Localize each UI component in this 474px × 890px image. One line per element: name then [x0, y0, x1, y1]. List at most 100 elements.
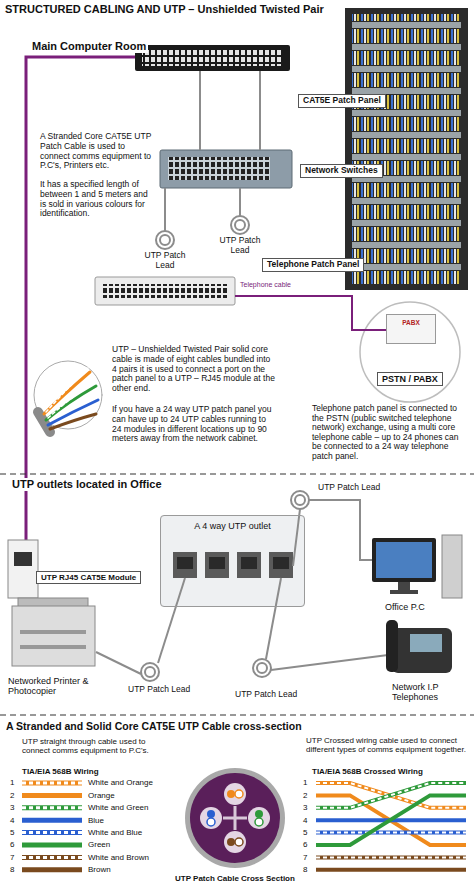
label-frame: If you have a 24 way UTP patch panel you… — [112, 405, 277, 444]
standard-label: TIA/EIA 568B Wiring — [22, 767, 99, 776]
callout-box: Network Switches — [300, 164, 383, 178]
label-frame: 5 — [10, 828, 14, 837]
network-rack — [345, 8, 468, 290]
network-rack — [352, 14, 461, 284]
wire-568b — [22, 830, 82, 835]
node-text: PABX — [389, 319, 433, 326]
wire-568b — [22, 782, 82, 785]
label-frame: UTP straight through cable used to conne… — [22, 737, 172, 755]
pin-number: 7 — [303, 853, 307, 862]
label-frame: Telephone cable — [240, 281, 291, 289]
callout-box: Telephone Patch Panel — [262, 258, 364, 272]
wire-568b — [22, 843, 82, 848]
office-pc — [372, 538, 436, 582]
ip-telephone — [386, 620, 398, 672]
wire-568b — [22, 806, 82, 809]
cable-cross-section — [224, 783, 246, 805]
wire-568b — [22, 831, 82, 834]
label-frame: Brown — [88, 865, 111, 874]
network-switch — [160, 150, 292, 188]
network-switch — [168, 157, 270, 180]
pin-number: 1 — [303, 778, 307, 787]
pin-number: 7 — [10, 853, 14, 862]
callout-box: UTP RJ45 CAT5E Module — [36, 571, 141, 584]
printer-photocopier — [20, 630, 86, 634]
cable-cross-section — [207, 810, 215, 818]
patch-lead — [309, 500, 372, 560]
printer-photocopier — [12, 598, 95, 666]
label-frame: 2 — [10, 791, 14, 800]
cable-cross-section — [223, 806, 247, 830]
office-pc — [398, 582, 410, 590]
network-rack — [345, 8, 468, 290]
note-text: UTP straight through cable used to conne… — [22, 737, 172, 755]
label-frame: Office P.C — [385, 602, 425, 612]
utp-outlet-faceplate — [269, 552, 293, 578]
patch-lead — [291, 491, 309, 509]
wire-color-name: Green — [88, 840, 110, 849]
label-frame: Blue — [88, 816, 104, 825]
utp-cable-illustration — [34, 361, 102, 432]
utp-outlet-faceplate — [237, 552, 261, 578]
part-label: UTP Patch Lead — [235, 690, 297, 700]
callout-box: PSTN / PABX — [377, 372, 443, 386]
telephone-cable — [235, 296, 386, 330]
node-text: CAT5E Patch Panel — [303, 96, 381, 106]
utp-cable-illustration — [50, 414, 96, 429]
patch-lead — [295, 495, 305, 505]
pin-number: 1 — [10, 778, 14, 787]
label-frame: UTP Patch Cable Cross Section — [175, 874, 295, 883]
cable-cross-section — [227, 790, 235, 798]
patch-lead — [156, 231, 174, 249]
telephone-cable — [235, 296, 386, 330]
patch-lead — [253, 659, 271, 677]
pin-number: 2 — [10, 791, 14, 800]
utp-cable-illustration — [48, 382, 94, 418]
section-heading: UTP outlets located in Office — [12, 478, 162, 491]
label-frame: 1 — [303, 778, 307, 787]
wire-568b — [22, 855, 82, 860]
patch-lead — [239, 188, 241, 216]
label-frame: It has a specified length of between 1 a… — [40, 180, 152, 219]
cat5e-patch-panel — [142, 50, 283, 66]
wire-568b-crossed — [316, 868, 466, 872]
node-text: Telephone Patch Panel — [267, 260, 359, 270]
label-frame: White and Brown — [88, 853, 149, 862]
cable-cross-section — [207, 818, 215, 826]
wire-568b-crossed — [316, 856, 466, 858]
utp-outlet-faceplate — [209, 557, 225, 569]
label-frame: 4 — [10, 816, 14, 825]
patch-lead — [158, 578, 185, 663]
part-label: UTP Patch Lead — [318, 483, 380, 493]
utp-outlet-faceplate — [273, 557, 289, 569]
pin-number: 2 — [303, 791, 307, 800]
label-frame: 2 — [303, 791, 307, 800]
label-frame: A Stranded Core CAT5E UTP Patch Cable is… — [40, 132, 152, 171]
note-text: If you have a 24 way UTP patch panel you… — [112, 405, 277, 444]
printer-photocopier — [20, 645, 86, 649]
label-frame: UTP outlets located in Office — [10, 478, 164, 491]
cable-cross-section — [227, 838, 235, 846]
label-frame: 6 — [10, 840, 14, 849]
wire-color-name: White and Orange — [88, 778, 153, 787]
note-text: UTP Crossed wiring cable used to connect… — [306, 736, 470, 754]
section-divider — [0, 715, 474, 716]
section-heading: Main Computer Room — [32, 40, 146, 53]
label-frame: 8 — [10, 865, 14, 874]
network-switch — [168, 157, 270, 180]
ip-telephone — [386, 620, 452, 673]
label-frame: TIA/EIA 568B Wiring — [22, 767, 99, 776]
cable-cross-section — [185, 768, 285, 868]
standard-label: TIA/EIA 568B Crossed Wiring — [312, 767, 423, 776]
label-frame: UTP Crossed wiring cable used to connect… — [306, 736, 470, 754]
label-frame: Telephone patch panel is connected to th… — [312, 404, 468, 461]
pin-number: 6 — [10, 840, 14, 849]
label-frame: UTP Patch Lead — [318, 483, 380, 493]
label-frame: White and Green — [88, 803, 148, 812]
wire-color-name: White and Blue — [88, 828, 142, 837]
part-label: UTP Patch Cable Cross Section — [175, 874, 295, 883]
label-frame: A Stranded and Solid Core CAT5E UTP Cabl… — [6, 720, 302, 732]
wire-568b — [22, 793, 82, 798]
label-frame: 4 — [303, 816, 307, 825]
label-frame: UTP Patch Lead — [215, 236, 265, 256]
